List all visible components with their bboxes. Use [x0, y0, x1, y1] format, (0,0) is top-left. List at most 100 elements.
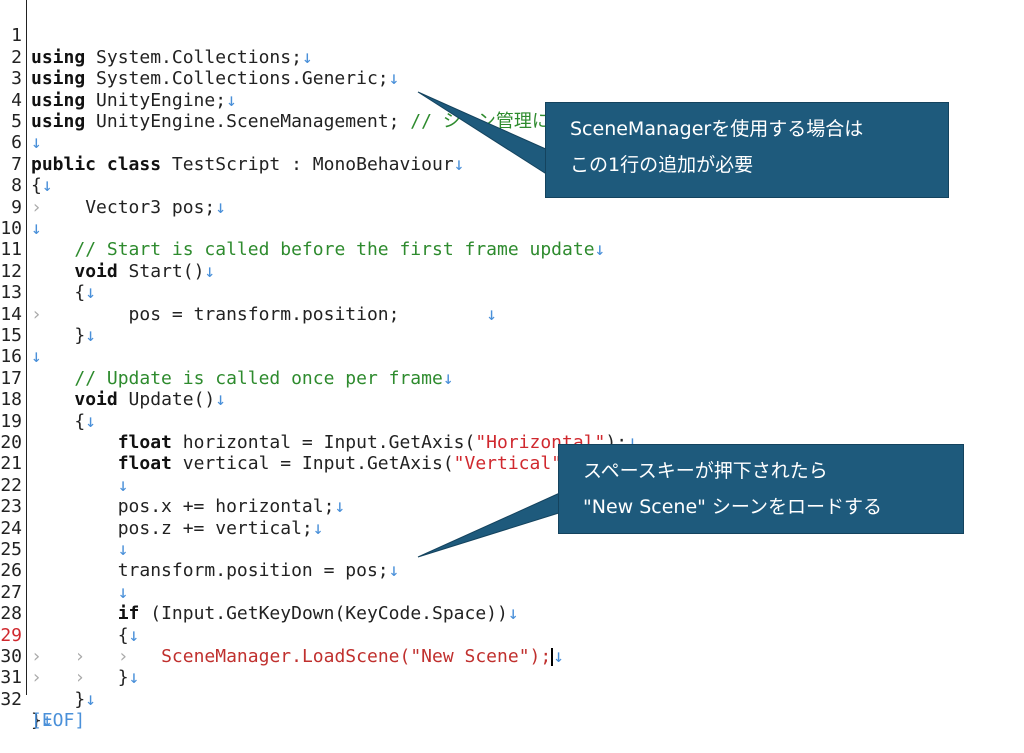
line-number: 12 — [0, 260, 22, 282]
code-line: 2 using System.Collections.Generic;↓ — [0, 25, 1024, 89]
callout-scene-manager: SceneManagerを使用する場合は この1行の追加が必要 — [545, 102, 949, 198]
code-line: 6 public class TestScript : MonoBehaviou… — [0, 111, 1024, 174]
newline-mark: ↓ — [594, 239, 606, 261]
line-number: 16 — [0, 346, 22, 368]
newline-mark: ↓ — [31, 132, 42, 154]
code-text: { — [74, 410, 86, 432]
line-number-active: 29 — [0, 624, 22, 646]
line-number: 21 — [0, 453, 22, 475]
code-line: 14 }↓ — [0, 282, 1024, 346]
callout-pointer-scene-manager — [417, 91, 549, 176]
line-number: 4 — [11, 89, 22, 111]
code-line: 30 › › }↓ — [0, 625, 1024, 688]
line-number: 17 — [0, 367, 22, 389]
code-line-active: 29 › › › SceneManager.LoadScene("New Sce… — [0, 603, 1024, 667]
code-line: 20 float vertical = Input.GetAxis("Verti… — [0, 411, 1024, 474]
newline-mark: ↓ — [553, 646, 565, 667]
code-line: 15 ↓ — [0, 304, 1024, 367]
code-text: (Input.GetKeyDown(KeyCode.Space)) — [139, 603, 508, 625]
line-number: 31 — [0, 667, 22, 689]
code-text: } — [74, 325, 86, 346]
code-text: transform.position = pos; — [117, 560, 389, 582]
code-text: Start() — [117, 260, 205, 282]
keyword: using — [31, 111, 86, 132]
newline-mark: ↓ — [128, 667, 140, 689]
text-cursor — [551, 648, 554, 666]
keyword: void — [74, 260, 118, 282]
line-number: 22 — [0, 474, 22, 496]
callout-space-key: スペースキーが押下されたら "New Scene" シーンをロードする — [558, 444, 964, 534]
code-line: 19 float horizontal = Input.GetAxis("Hor… — [0, 389, 1024, 453]
line-number: 3 — [11, 68, 22, 90]
code-line: 8 › Vector3 pos;↓ — [0, 154, 1024, 217]
tab-mark: › — [74, 667, 86, 689]
tab-mark: › — [31, 196, 42, 218]
line-number: 25 — [0, 539, 22, 560]
newline-mark: ↓ — [117, 581, 129, 603]
code-text: } — [117, 667, 129, 689]
keyword: float — [117, 453, 172, 475]
code-line: 21 ↓ — [0, 432, 1024, 495]
code-line: 4 using UnityEngine.SceneManagement; // … — [0, 68, 1024, 132]
newline-mark: ↓ — [507, 603, 519, 625]
keyword: using — [31, 68, 86, 90]
newline-mark: ↓ — [85, 282, 97, 304]
code-line: 1 using System.Collections;↓ — [0, 4, 1024, 67]
newline-mark: ↓ — [627, 432, 638, 453]
tab-mark: › — [117, 646, 129, 667]
code-line: 10 // Start is called before the first f… — [0, 197, 1024, 260]
line-number: 1 — [11, 25, 22, 47]
callout-pointer-space-key — [417, 491, 563, 558]
code-text: Update() — [117, 389, 216, 411]
newline-mark: ↓ — [31, 346, 42, 368]
comment: // Update is called once per frame — [74, 367, 443, 389]
keyword: void — [74, 389, 118, 411]
code-text: { — [31, 175, 42, 197]
newline-mark: ↓ — [117, 539, 129, 560]
callout-text: この1行の追加が必要 — [570, 154, 754, 176]
code-text: System.Collections.Generic; — [85, 68, 389, 90]
line-number: 15 — [0, 325, 22, 346]
code-text: { — [117, 624, 129, 646]
line-number: 19 — [0, 410, 22, 432]
line-number: 28 — [0, 603, 22, 625]
code-line: 9 ↓ — [0, 175, 1024, 239]
code-line: 22 pos.x += horizontal;↓ — [0, 453, 1024, 517]
code-line: 28 {↓ — [0, 582, 1024, 645]
code-line: 27 if (Input.GetKeyDown(KeyCode.Space))↓ — [0, 560, 1024, 624]
code-line: 24 ↓ — [0, 496, 1024, 560]
newline-mark: ↓ — [215, 196, 227, 218]
code-text: UnityEngine.SceneManagement; — [85, 111, 411, 132]
newline-mark: ↓ — [388, 560, 400, 582]
code-text: SceneManager.LoadScene("New Scene"); — [161, 646, 552, 667]
callout-pointers — [417, 91, 563, 558]
newline-mark: ↓ — [442, 367, 454, 389]
code-text: pos.x += horizontal; — [117, 496, 335, 518]
newline-mark: ↓ — [128, 624, 140, 646]
code-line: 18 {↓ — [0, 368, 1024, 431]
code-line: 3 using UnityEngine;↓ — [0, 47, 1024, 110]
line-number: 30 — [0, 646, 22, 667]
newline-mark: ↓ — [117, 474, 129, 496]
newline-mark: ↓ — [41, 175, 53, 197]
line-number: 8 — [11, 175, 22, 197]
newline-mark: ↓ — [453, 153, 465, 175]
comment: // Start is called before the first fram… — [74, 239, 595, 261]
code-text: UnityEngine; — [85, 89, 227, 111]
code-line: 23 pos.z += vertical;↓ — [0, 475, 1024, 538]
code-editor[interactable]: 1 using System.Collections;↓ 2 using Sys… — [0, 0, 1024, 731]
line-number: 10 — [0, 218, 22, 239]
code-text: vertical = Input.GetAxis( — [171, 453, 454, 475]
tab-mark: › — [31, 646, 42, 667]
code-text: TestScript : MonoBehaviour — [161, 153, 454, 175]
code-text: Vector3 pos; — [85, 196, 216, 218]
newline-mark: ↓ — [204, 260, 216, 282]
code-line: 26 ↓ — [0, 539, 1024, 602]
string-literal: "Vertical" — [453, 453, 563, 475]
code-text: System.Collections; — [85, 46, 302, 68]
keyword: class — [106, 153, 162, 175]
newline-mark: ↓ — [312, 517, 324, 539]
code-line: 7 {↓ — [0, 132, 1024, 196]
newline-mark: ↓ — [334, 496, 346, 518]
keyword: using — [31, 46, 86, 68]
